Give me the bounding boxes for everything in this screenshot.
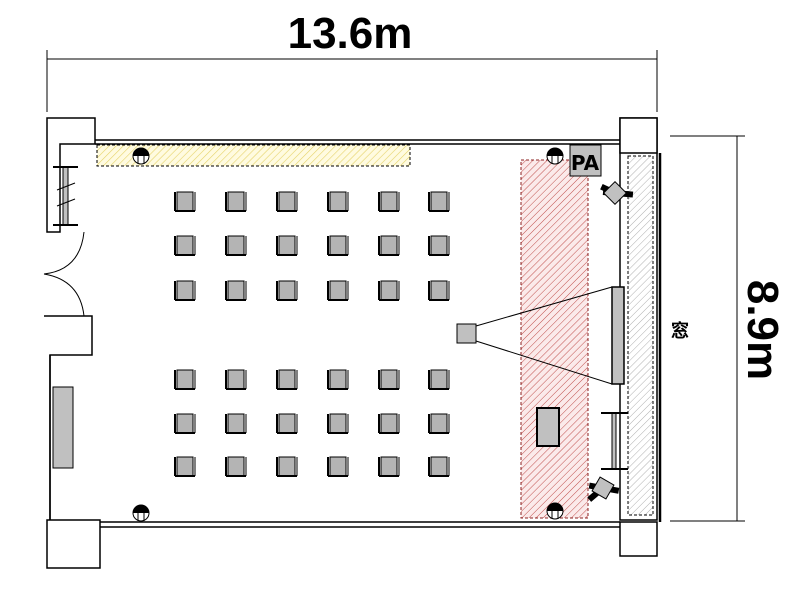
chair [225, 369, 247, 390]
podium [536, 407, 560, 447]
chair [327, 235, 349, 256]
chair [378, 235, 400, 256]
chair [225, 413, 247, 434]
chair [174, 369, 196, 390]
chair [276, 235, 298, 256]
chair [276, 369, 298, 390]
chair [225, 280, 247, 301]
chair [225, 191, 247, 212]
chair [225, 456, 247, 477]
stage-zone [520, 159, 589, 519]
chair [327, 191, 349, 212]
seating-area [174, 191, 450, 477]
yellow-zone [96, 144, 411, 167]
ceiling-light-icon [546, 502, 564, 520]
chair [378, 456, 400, 477]
chair [327, 280, 349, 301]
left-window [53, 166, 78, 226]
chair [276, 280, 298, 301]
whiteboard [601, 412, 628, 470]
chair [225, 235, 247, 256]
speaker-icon [600, 180, 634, 206]
double-door [43, 231, 85, 317]
ceiling-light-icon [546, 147, 564, 165]
window-label: 窓 [671, 320, 689, 342]
chair [378, 191, 400, 212]
chair [174, 235, 196, 256]
chair [378, 280, 400, 301]
chair [276, 456, 298, 477]
speaker-icon [587, 476, 620, 502]
ceiling-light-icon [132, 147, 150, 165]
chair [174, 191, 196, 212]
ceiling-light-icon [132, 504, 150, 522]
projection-screen [611, 286, 625, 385]
window-zone [627, 155, 654, 516]
walls [44, 117, 662, 569]
side-table [52, 386, 74, 469]
chair [428, 369, 450, 390]
ceiling-lights [132, 147, 564, 522]
chair [276, 191, 298, 212]
chair [428, 235, 450, 256]
chair [428, 413, 450, 434]
chair [174, 456, 196, 477]
chair [378, 413, 400, 434]
chair [327, 456, 349, 477]
pa-label: PA [571, 151, 600, 175]
chair [327, 369, 349, 390]
width-dimension [46, 50, 658, 112]
width-label: 13.6m [288, 9, 413, 58]
pa-box [569, 144, 602, 177]
depth-label: 8.9m [738, 280, 787, 380]
depth-dimension [670, 135, 745, 522]
chair [276, 413, 298, 434]
chair [174, 280, 196, 301]
chair [378, 369, 400, 390]
chair [174, 413, 196, 434]
projector [456, 323, 477, 344]
projector-beam [475, 286, 613, 385]
chair [428, 280, 450, 301]
chair [327, 413, 349, 434]
chair [428, 456, 450, 477]
chair [428, 191, 450, 212]
